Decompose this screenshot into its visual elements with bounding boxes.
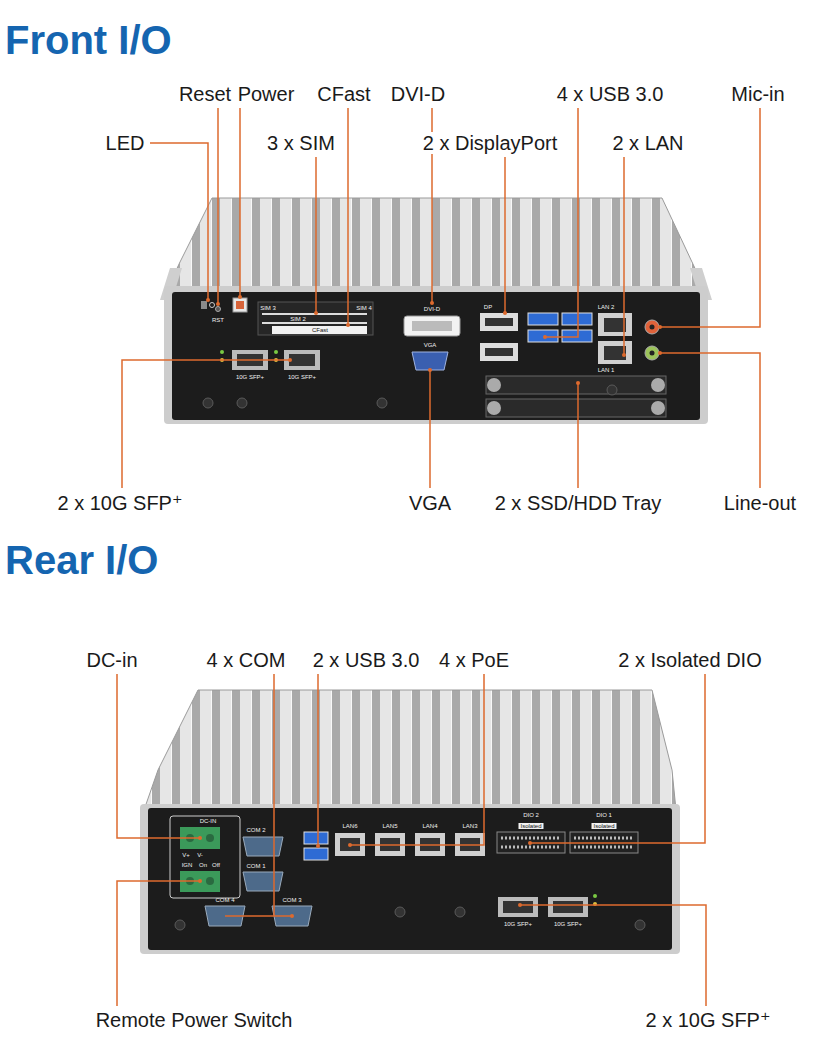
audio-jacks — [645, 320, 659, 360]
port-marking: Isolated — [518, 823, 543, 829]
callout-label: 2 x 10G SFP⁺ — [55, 492, 184, 514]
port-marking: LAN 1 — [598, 367, 615, 373]
drive-trays — [486, 376, 666, 417]
usb-ports-rear — [304, 832, 328, 860]
port-marking: COM 1 — [246, 863, 265, 869]
port-marking: V+ — [182, 852, 190, 858]
port-marking: VGA — [424, 342, 437, 348]
screws — [203, 385, 617, 408]
callout-label: 3 x SIM — [265, 132, 337, 154]
leader-dots — [198, 295, 662, 918]
port-marking: Off — [212, 862, 220, 868]
front-heatsink — [160, 198, 712, 300]
port-marking: COM 4 — [215, 897, 234, 903]
dvi-port — [404, 316, 460, 336]
port-marking: DVI-D — [424, 306, 440, 312]
led-icons — [201, 301, 221, 312]
port-marking: SIM 4 — [356, 305, 372, 311]
callout-label: 2 x Isolated DIO — [616, 649, 763, 671]
port-marking: COM 2 — [246, 827, 265, 833]
port-marking: On — [199, 862, 207, 868]
port-marking: COM 3 — [282, 897, 301, 903]
port-marking: 10G SFP+ — [288, 374, 316, 380]
port-marking: DC-IN — [200, 818, 217, 824]
port-marking: LAN 2 — [598, 304, 615, 310]
section-heading: Front I/O — [5, 18, 172, 62]
front-panel — [164, 286, 708, 424]
port-marking: LAN4 — [422, 823, 437, 829]
callout-label: 2 x SSD/HDD Tray — [493, 492, 664, 514]
port-marking: SIM 2 — [290, 316, 306, 322]
port-marking: SIM 3 — [260, 305, 276, 311]
callout-label: 2 x DisplayPort — [421, 132, 560, 154]
callout-label: Power — [236, 83, 297, 105]
callout-label: DC-in — [84, 649, 139, 671]
vga-port — [412, 352, 448, 370]
port-marking: LAN3 — [462, 823, 477, 829]
port-marking: 10G SFP+ — [504, 921, 532, 927]
callout-label: LED — [104, 132, 147, 154]
callout-label: 4 x COM — [205, 649, 288, 671]
rear-panel — [140, 804, 680, 954]
callout-label: Remote Power Switch — [94, 1009, 295, 1031]
callout-label: 2 x 10G SFP⁺ — [643, 1009, 772, 1031]
leader-lines — [117, 108, 760, 1006]
callout-label: 2 x USB 3.0 — [311, 649, 422, 671]
port-marking: IGN — [182, 862, 193, 868]
port-marking: LAN5 — [382, 823, 397, 829]
callout-label: Mic-in — [729, 83, 786, 105]
port-marking: RST — [212, 317, 224, 323]
port-marking: V- — [197, 852, 203, 858]
displayport — [480, 313, 518, 361]
port-marking: DIO 1 — [596, 812, 612, 818]
callout-label: 4 x PoE — [437, 649, 511, 671]
com-ports — [205, 837, 312, 926]
port-marking: LAN6 — [342, 823, 357, 829]
rear-heatsink — [144, 690, 676, 810]
screws-rear — [175, 907, 645, 930]
port-marking: 10G SFP+ — [554, 921, 582, 927]
port-marking: DIO 2 — [523, 812, 539, 818]
callout-label: Reset — [177, 83, 233, 105]
port-marking: CFast — [310, 327, 330, 333]
power-button — [233, 298, 247, 312]
callout-label: DVI-D — [389, 83, 447, 105]
lan-ports — [598, 313, 632, 364]
section-heading: Rear I/O — [5, 538, 158, 582]
port-marking: DP — [484, 304, 492, 310]
callout-label: CFast — [315, 83, 372, 105]
callout-label: 4 x USB 3.0 — [555, 83, 666, 105]
callout-label: VGA — [407, 492, 453, 514]
callout-label: 2 x LAN — [610, 132, 685, 154]
callout-label: Line-out — [722, 492, 798, 514]
power-terminal-block — [170, 816, 240, 898]
port-marking: Isolated — [591, 823, 616, 829]
port-marking: 10G SFP+ — [236, 374, 264, 380]
